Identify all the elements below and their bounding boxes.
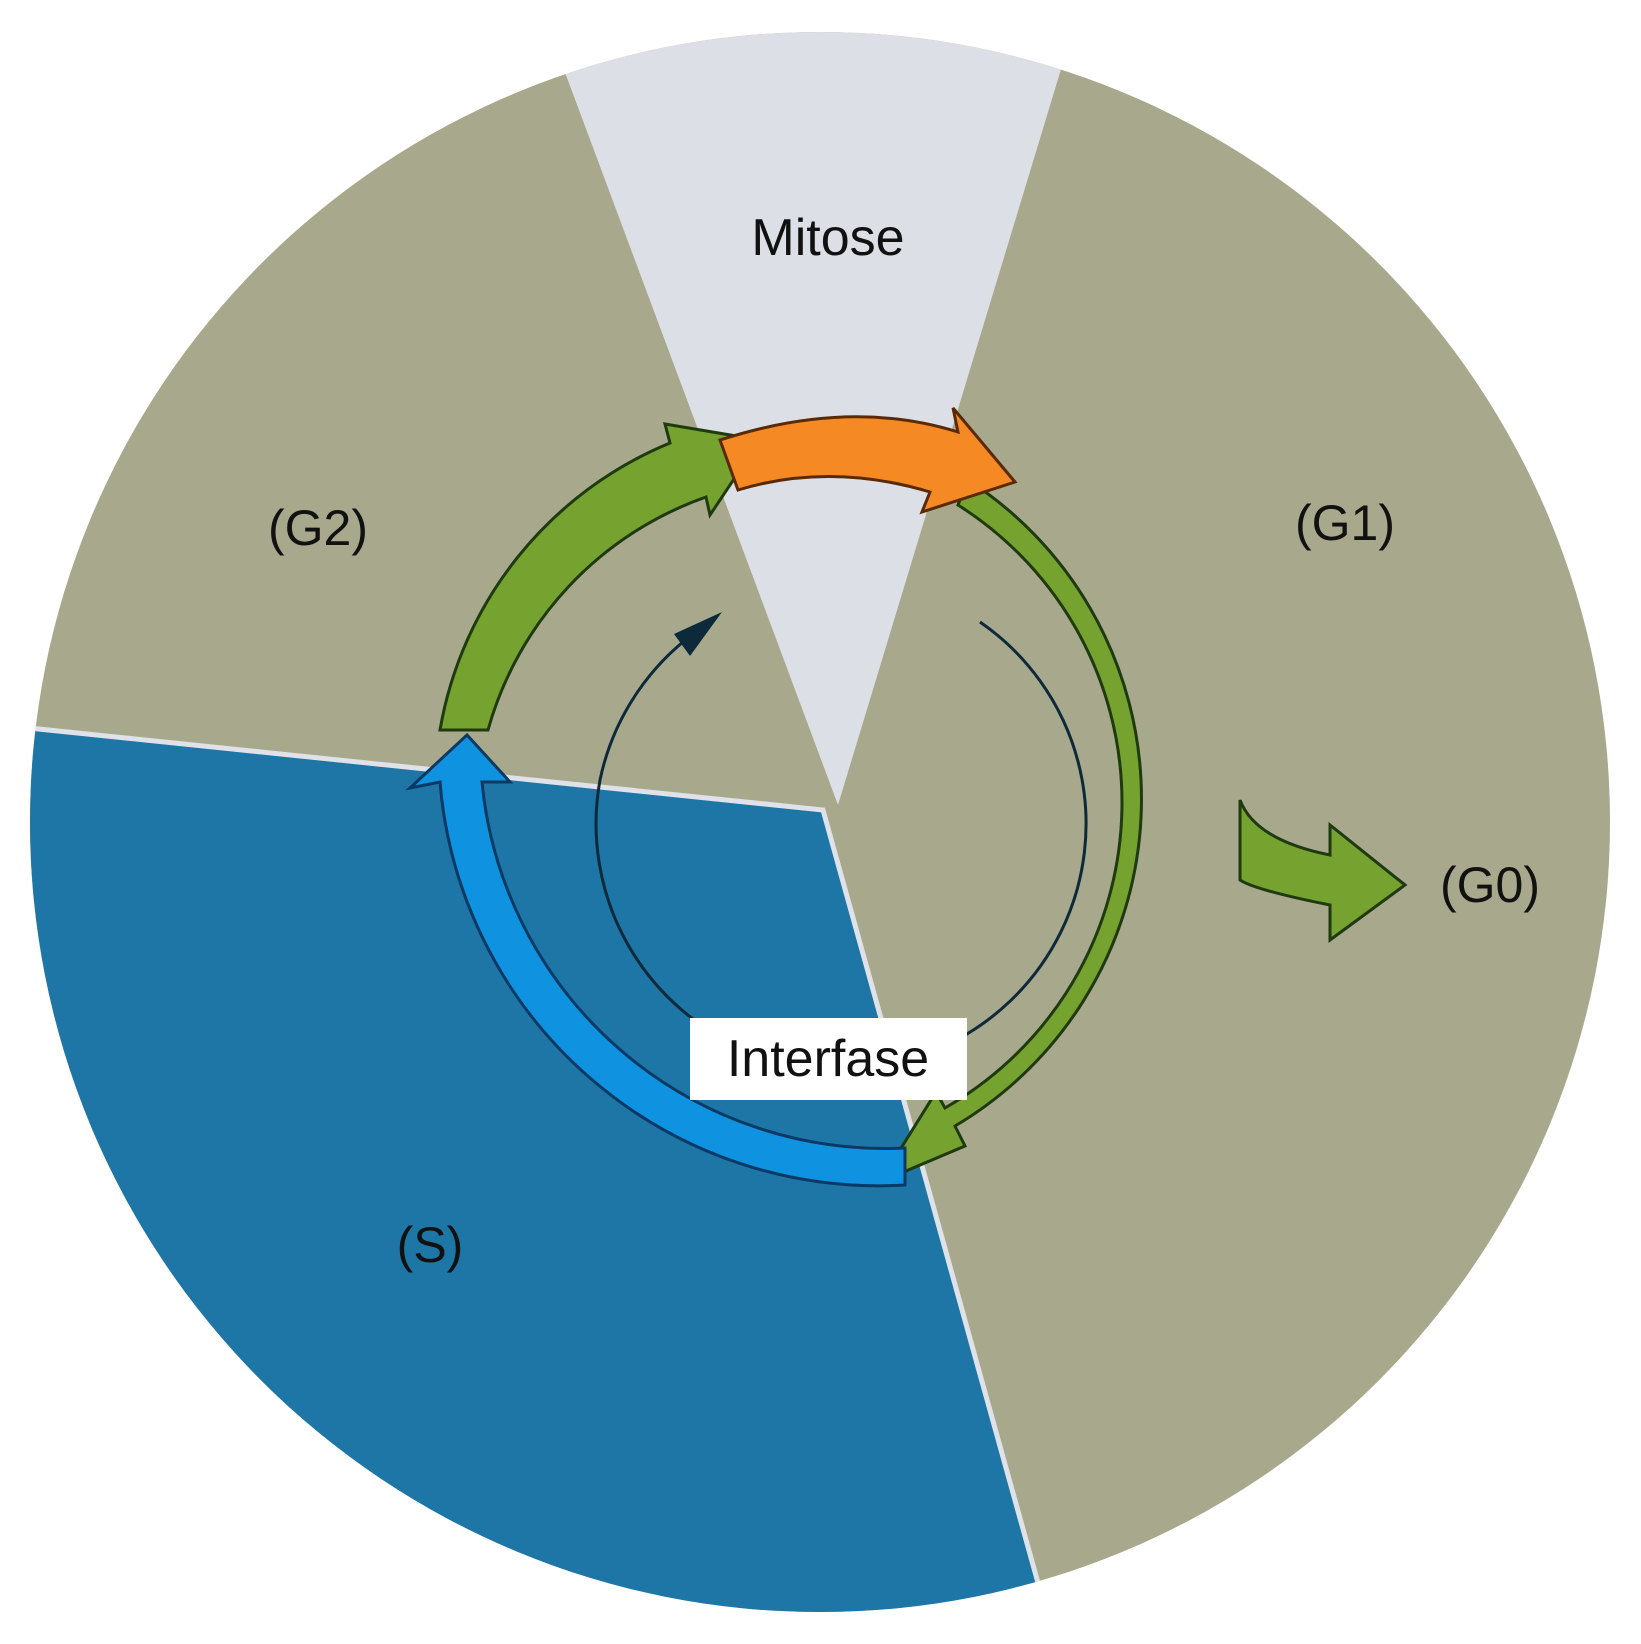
g0-arrow — [1238, 799, 1408, 943]
g2-label: (G2) — [268, 500, 368, 556]
sector-boundary — [30, 722, 1058, 1612]
mitose-label: Mitose — [751, 209, 904, 267]
g0-label: (G0) — [1440, 857, 1540, 913]
mitose-sector — [538, 32, 1082, 805]
interfase-label: Interfase — [727, 1030, 929, 1088]
g1-label: (G1) — [1295, 495, 1395, 551]
g2-arrow — [438, 422, 763, 732]
s-label: (S) — [397, 1217, 464, 1273]
inner-cycle-arrowhead — [674, 612, 722, 656]
s-arrow — [405, 732, 907, 1188]
mitose-arrow — [718, 407, 1018, 515]
interfase-label-box — [690, 1018, 967, 1100]
